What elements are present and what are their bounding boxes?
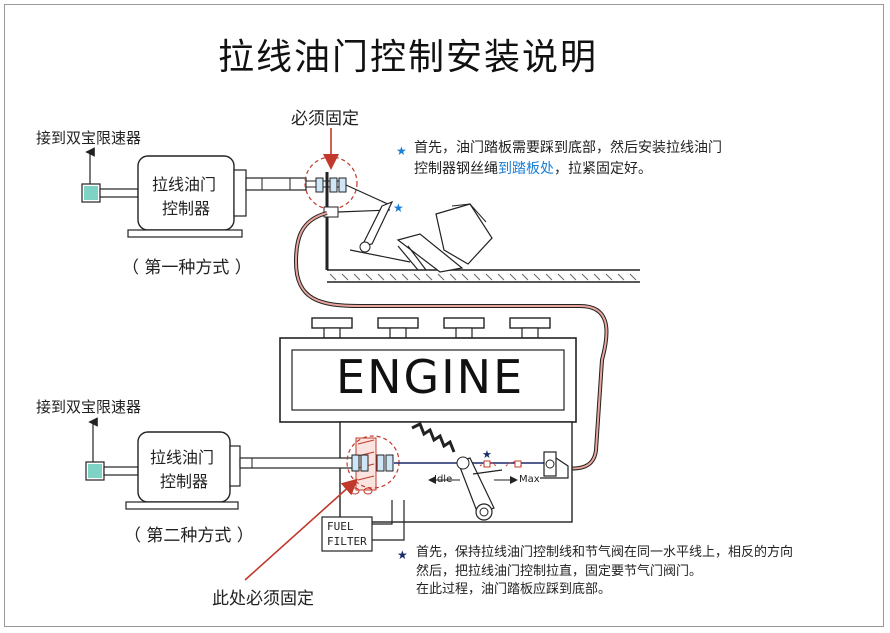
- pedal-assembly: [349, 200, 493, 273]
- lever-clip-2: [514, 460, 522, 468]
- top-controller-label-1: 拉线油门: [152, 175, 217, 194]
- max-label: Max: [519, 474, 540, 485]
- bottom-must-fix-label: 此处必须固定: [212, 589, 314, 609]
- fuel-filter-label-2: FILTER: [327, 535, 367, 548]
- fuel-filter-label-1: FUEL: [327, 520, 354, 533]
- top-controller-box: [127, 155, 247, 238]
- bottom-plug: [85, 461, 139, 481]
- lever-clip-1: [483, 460, 491, 468]
- top-firewall: [325, 172, 640, 283]
- top-note-star: ★: [396, 144, 407, 158]
- bottom-nuts: [351, 454, 394, 472]
- page-title: 拉线油门控制安装说明: [218, 37, 599, 78]
- frame-border: [4, 4, 884, 627]
- bottom-controller-label-2: 控制器: [160, 472, 209, 491]
- top-note-line2: 控制器钢丝绳到踏板处，拉紧固定好。: [414, 158, 652, 178]
- return-spring: [411, 421, 456, 453]
- top-plug: [81, 183, 139, 203]
- bottom-note-line1: 首先，保持拉线油门控制线和节气阀在同一水平线上，相反的方向: [416, 545, 794, 560]
- bottom-fix-arrow: [244, 478, 358, 581]
- top-controller-label-2: 控制器: [162, 199, 211, 218]
- top-connect-label: 接到双宝限速器: [36, 129, 142, 147]
- bottom-note-line3: 在此过程，油门踏板应踩到底部。: [416, 582, 612, 597]
- top-must-fix-label: 必须固定: [291, 109, 359, 129]
- top-note-highlight: 到踏板处: [498, 161, 554, 177]
- top-note-line2-prefix: 控制器钢丝绳: [414, 161, 498, 177]
- throttle-star: ★: [482, 448, 492, 461]
- bottom-fix-circle: [346, 435, 400, 489]
- bottom-controller-box: [125, 431, 241, 510]
- top-note-line2-suffix: ，拉紧固定好。: [554, 161, 652, 177]
- top-nuts: [315, 177, 347, 193]
- pedal-star: ★: [393, 201, 404, 215]
- throttle-lever: [456, 456, 503, 521]
- idle-label: Idle: [434, 474, 453, 485]
- cable-end-bracket: [540, 451, 569, 479]
- bottom-note-line2: 然后，把拉线油门控制拉直，固定要节气门阀门。: [416, 564, 703, 579]
- bottom-note-star: ★: [397, 548, 408, 562]
- engine-block: [279, 317, 577, 523]
- top-note-line1: 首先，油门踏板需要踩到底部，然后安装拉线油门: [414, 140, 722, 156]
- bottom-method-label: （ 第二种方式 ）: [124, 526, 254, 546]
- bottom-controller-label-1: 拉线油门: [150, 448, 215, 467]
- fuel-filter-lines: [321, 500, 405, 552]
- engine-label: ENGINE: [336, 350, 525, 404]
- bottom-cable-tube: [239, 457, 359, 469]
- throttle-cable-route: [293, 211, 609, 471]
- top-method-label: （ 第一种方式 ）: [122, 258, 252, 278]
- bottom-connect-label: 接到双宝限速器: [36, 398, 142, 416]
